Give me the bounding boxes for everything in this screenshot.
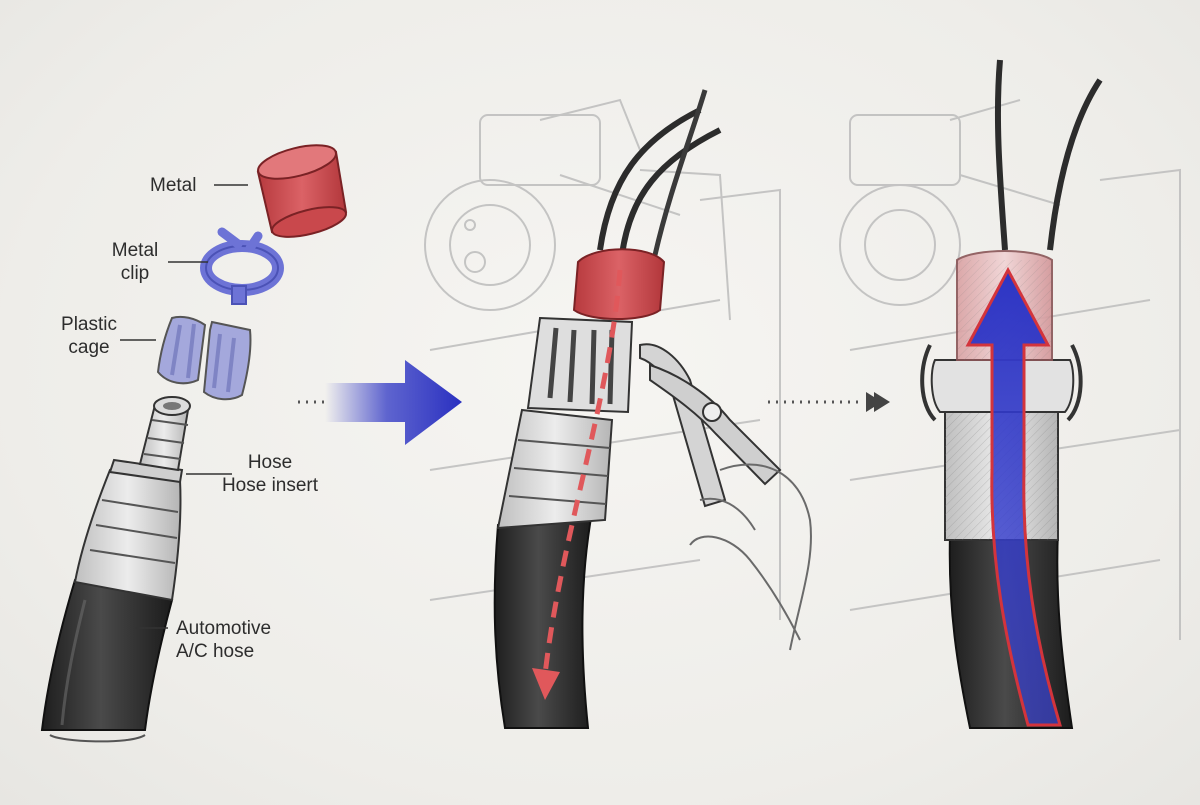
plastic-cage [156, 315, 252, 401]
hand [689, 463, 812, 651]
ac-hose [40, 578, 174, 731]
label-plastic-cage: Plastic cage [61, 314, 117, 358]
label-metal: Metal [150, 175, 197, 196]
completed-panel [839, 59, 1181, 729]
metal-clip [200, 227, 284, 305]
pliers [639, 343, 782, 508]
transition-arrow-1 [298, 360, 462, 445]
push-direction-arrow [542, 269, 623, 676]
big-blue-arrow [325, 360, 462, 445]
label-ac-hose: Automotive A/C hose [176, 618, 272, 662]
flow-arrow [965, 266, 1063, 727]
leader-lines [120, 184, 248, 629]
assembly-panel [424, 89, 812, 729]
hose-fitting [73, 468, 182, 602]
transition-arrow-2 [768, 392, 890, 412]
label-hose-insert: Hose Hose insert [221, 452, 319, 496]
metal-sleeve [256, 144, 348, 238]
label-metal-clip: Metal clip [111, 240, 159, 284]
exploded-parts-panel [40, 144, 348, 743]
